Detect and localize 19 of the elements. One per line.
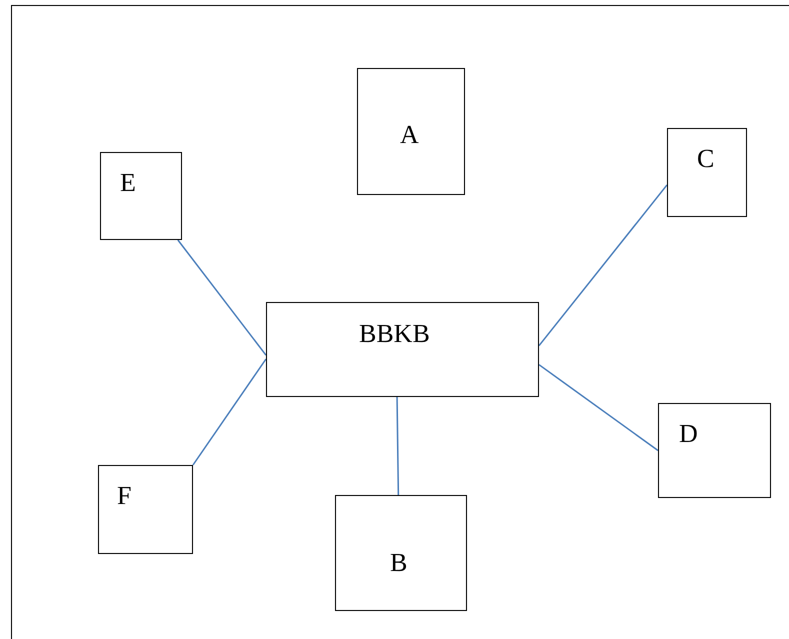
box-label: E — [120, 170, 136, 196]
box-label: C — [697, 146, 714, 172]
box-label: D — [679, 421, 698, 447]
box-label: F — [117, 483, 132, 509]
box — [667, 128, 747, 217]
box — [98, 465, 193, 554]
box — [658, 403, 771, 498]
box-label: B — [390, 550, 408, 576]
connector-line — [396, 396, 400, 496]
box — [266, 302, 539, 397]
box-label: BBKB — [359, 321, 430, 347]
connector-line — [177, 240, 267, 356]
box — [335, 495, 467, 611]
box — [357, 68, 465, 195]
connector-line — [192, 358, 267, 466]
connector-line — [538, 184, 668, 346]
box — [100, 152, 182, 240]
box-label: A — [400, 122, 419, 148]
connector-line — [538, 364, 658, 452]
